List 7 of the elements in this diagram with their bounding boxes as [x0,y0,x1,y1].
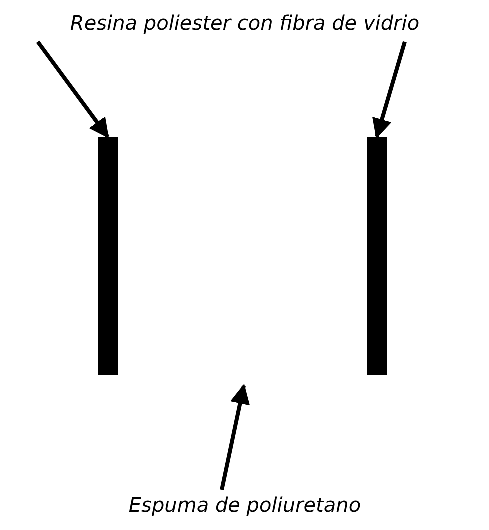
part-label: Espuma de poliuretano [112,492,378,522]
laminate-layer [367,137,387,375]
laminate-layer [98,137,118,375]
leader-line [372,41,407,139]
part-label: Resina poliester con fibra de vidrio [25,10,465,40]
leader-line [220,384,250,490]
leader-line [36,40,110,139]
